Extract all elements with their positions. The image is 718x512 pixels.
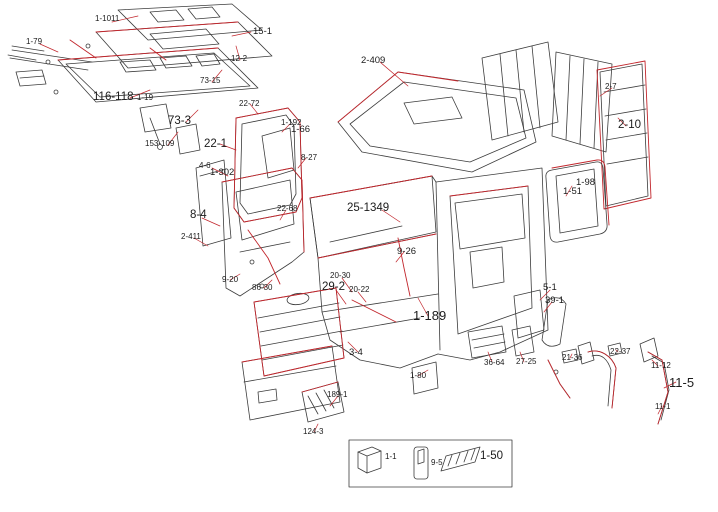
part-label: 12-2 (231, 54, 248, 63)
cab-body-highlights (309, 175, 529, 323)
part-label: 21-36 (562, 353, 583, 362)
step-strip-icon (440, 446, 481, 472)
part-label: 11-12 (651, 361, 671, 370)
part-label: 189-1 (327, 390, 348, 399)
part-label: 2-411 (181, 232, 201, 241)
grille-highlights (241, 287, 345, 393)
part-label: 86-30 (252, 283, 273, 292)
part-label: 5-1 (543, 282, 557, 293)
roof-trim-highlights (57, 21, 239, 61)
part-label: 11-5 (669, 375, 695, 390)
part-label: 22-37 (610, 347, 631, 356)
legend-label: 9-5 (431, 458, 443, 467)
part-label: 29-2 (322, 281, 346, 293)
step-parts (467, 289, 567, 359)
front-grille (241, 287, 345, 423)
part-label: 8-4 (190, 209, 207, 221)
door-icon (413, 446, 429, 480)
mirror-assembly (547, 337, 670, 425)
part-label: 1-79 (26, 37, 43, 46)
leader-lines (39, 15, 677, 433)
part-label: 1-189 (413, 308, 447, 323)
door-assembly (195, 107, 305, 297)
part-label: 20-30 (330, 271, 351, 280)
door-glass (545, 161, 608, 243)
part-label: 124-3 (303, 427, 324, 436)
part-label: 1-66 (291, 124, 311, 135)
door-highlights (221, 107, 305, 285)
part-label: 25-1349 (347, 202, 390, 214)
side-panel-highlight (596, 60, 652, 210)
legend-box (348, 439, 513, 488)
part-label: 4-6 (199, 161, 211, 170)
roof-trim-assembly (7, 3, 273, 155)
part-label: 39-1 (545, 295, 565, 306)
part-label: 22-72 (239, 99, 260, 108)
cab-body (309, 167, 549, 395)
mirror-highlights (547, 350, 669, 425)
part-label: 2-409 (361, 55, 386, 66)
part-label: 2-7 (605, 82, 617, 91)
part-label: 73-15 (200, 76, 221, 85)
part-label: 1-51 (563, 186, 583, 197)
cab-roof-highlight (337, 71, 459, 123)
part-label: 73-3 (168, 115, 192, 127)
part-label: 116-118 (93, 91, 134, 103)
part-label: 3-4 (349, 347, 363, 358)
part-label: 20-22 (349, 285, 370, 294)
part-label: 36-64 (484, 358, 505, 367)
part-label: 153-109 (145, 139, 175, 148)
legend-label: 1-50 (480, 450, 504, 462)
rear-panels (481, 41, 613, 153)
part-label: 27-25 (516, 357, 537, 366)
part-label: 1-19 (137, 93, 154, 102)
part-label: 1-98 (576, 177, 596, 188)
part-label: 8-27 (301, 153, 318, 162)
part-label: 1-302 (210, 167, 235, 178)
part-label: 22-68 (277, 204, 298, 213)
cab-icon (357, 446, 382, 474)
part-label: 1-1011 (95, 14, 120, 23)
part-label: 11-1 (655, 402, 671, 411)
side-panel (599, 63, 649, 207)
part-label: 1-80 (410, 371, 427, 380)
part-label: 22-1 (204, 138, 228, 150)
part-label: 15-1 (253, 26, 273, 37)
part-label: 2-10 (618, 119, 642, 131)
part-label: 9-26 (397, 246, 417, 257)
door-glass-highlight (551, 159, 610, 226)
part-label: 9-20 (222, 275, 239, 284)
part-label: 1-192 (281, 118, 302, 127)
legend-label: 1-1 (385, 452, 397, 461)
